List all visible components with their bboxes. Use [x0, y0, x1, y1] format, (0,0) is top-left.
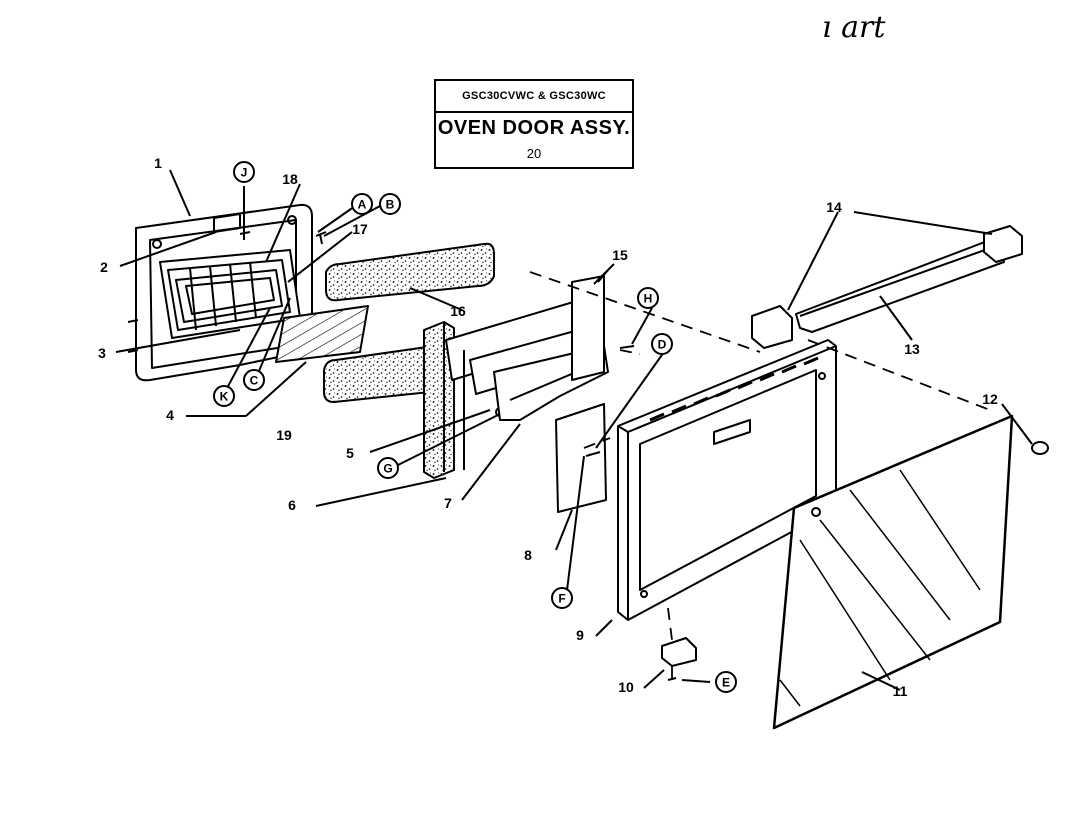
glass-retainer-screw — [1031, 441, 1049, 455]
callout-circle — [551, 587, 573, 609]
assembly-guide-lines — [529, 271, 991, 682]
callout-E: E — [715, 671, 737, 693]
callout-letter: H — [644, 292, 653, 306]
glass-reflection-lines — [779, 469, 981, 707]
callout-B: B — [379, 193, 401, 215]
callout-circle — [233, 161, 255, 183]
callout-C: C — [243, 369, 265, 391]
callout-circle — [243, 369, 265, 391]
callout-letter: E — [722, 676, 730, 690]
callout-letter: F — [558, 592, 565, 606]
part-label-6: 6 — [288, 497, 296, 513]
part-label-9: 9 — [576, 627, 584, 643]
title-block: GSC30CVWC & GSC30WC OVEN DOOR ASSY. 20 — [434, 79, 634, 169]
leader-lines — [115, 169, 1033, 691]
callout-D: D — [651, 333, 673, 355]
part-label-4: 4 — [166, 407, 174, 423]
part-label-7: 7 — [444, 495, 452, 511]
callout-circle — [213, 385, 235, 407]
model-numbers: GSC30CVWC & GSC30WC — [436, 81, 632, 113]
part-label-12: 12 — [982, 391, 998, 407]
part-label-2: 2 — [100, 259, 108, 275]
part-label-8: 8 — [524, 547, 532, 563]
hardware-callouts: A B C D E F G H J K — [213, 161, 737, 693]
insulation-upper — [325, 242, 495, 302]
callout-circle — [379, 193, 401, 215]
part-label-19: 19 — [276, 427, 292, 443]
callout-F: F — [551, 587, 573, 609]
part-label-17: 17 — [352, 221, 368, 237]
part-label-18: 18 — [282, 171, 298, 187]
end-cap-left — [751, 305, 793, 349]
small-screws — [239, 231, 677, 681]
end-cap-right — [983, 225, 1023, 263]
part-label-10: 10 — [618, 679, 634, 695]
assembly-title: OVEN DOOR ASSY. — [437, 117, 631, 139]
callout-letter: A — [358, 198, 367, 212]
callout-letter: C — [250, 374, 259, 388]
callout-G: G — [377, 457, 399, 479]
door-stop-clip — [661, 637, 697, 667]
callout-J: J — [233, 161, 255, 183]
part-label-14: 14 — [826, 199, 842, 215]
figure-number: 20 — [526, 146, 542, 161]
inner-glass-pane — [275, 305, 369, 363]
hinge-mount-plate — [555, 403, 607, 513]
callout-circle — [651, 333, 673, 355]
part-label-3: 3 — [98, 345, 106, 361]
part-label-1: 1 — [154, 155, 162, 171]
callout-circle — [637, 287, 659, 309]
callout-letter: K — [220, 390, 229, 404]
part-label-16: 16 — [450, 303, 466, 319]
part-label-13: 13 — [904, 341, 920, 357]
callout-A: A — [351, 193, 373, 215]
callout-letter: G — [383, 462, 392, 476]
outer-door-frame — [617, 339, 837, 621]
callout-circle — [377, 457, 399, 479]
part-label-5: 5 — [346, 445, 354, 461]
outer-glass-panel — [772, 414, 1014, 730]
part-label-15: 15 — [612, 247, 628, 263]
callout-H: H — [637, 287, 659, 309]
callout-circle — [715, 671, 737, 693]
callout-circle — [351, 193, 373, 215]
callout-letter: J — [241, 166, 248, 180]
part-label-11: 11 — [893, 683, 908, 699]
callout-K: K — [213, 385, 235, 407]
handwritten-note: ı art — [822, 10, 886, 45]
hinge-support-right — [571, 275, 605, 381]
callout-letter: B — [386, 198, 395, 212]
callout-letter: D — [658, 338, 667, 352]
